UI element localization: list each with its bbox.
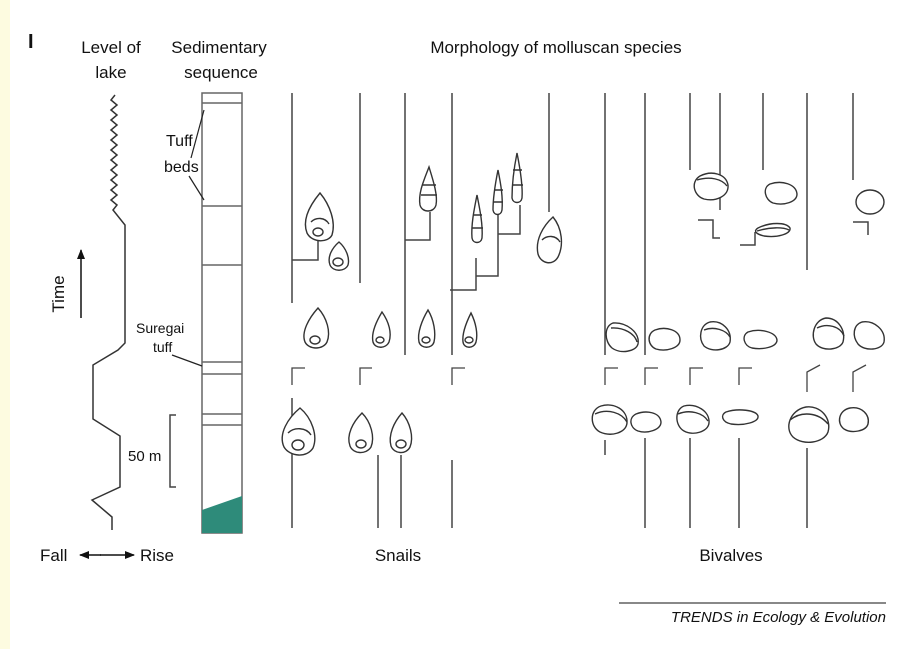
bivalve-shell: [648, 327, 681, 351]
footer-credit: TRENDS in Ecology & Evolution: [671, 609, 886, 626]
suregai-tuff-label-line1: Suregai: [136, 320, 184, 336]
bivalve-shell: [699, 321, 731, 351]
sedimentary-column: [201, 92, 243, 534]
bivalve-shell: [855, 189, 885, 215]
bivalve-shell: [630, 411, 662, 433]
snail-shell: [471, 194, 483, 244]
morphology-header: Morphology of molluscan species: [430, 38, 681, 57]
bivalve-shell: [676, 404, 710, 434]
rise-label: Rise: [140, 546, 174, 565]
snail-shell: [281, 407, 316, 456]
suregai-pointer: [171, 354, 203, 367]
scale-bar-label: 50 m: [128, 448, 161, 465]
lake-level-header-line1: Level of: [81, 38, 141, 57]
lake-level-curve: [90, 94, 126, 530]
snail-shell: [304, 191, 334, 242]
panel-label: I: [28, 31, 34, 53]
snail-shells: [281, 152, 563, 456]
figure-panel: [10, 0, 907, 649]
bivalve-shell: [853, 321, 885, 350]
bivalve-shell: [764, 181, 798, 205]
snail-shell: [417, 308, 436, 348]
tuff-beds-label-line2: beds: [164, 159, 199, 176]
bivalve-shell: [605, 322, 639, 353]
bivalve-shells: [591, 172, 885, 443]
fall-label: Fall: [40, 546, 67, 565]
tuff-beds-label-line1: Tuff: [166, 133, 193, 150]
snail-shell: [348, 412, 374, 454]
bivalve-lineages: [604, 93, 869, 528]
snail-shell: [462, 311, 478, 348]
volcanic-base: [202, 496, 242, 533]
bivalves-label: Bivalves: [699, 546, 762, 565]
bivalve-shell: [721, 409, 759, 426]
bivalve-shell: [788, 406, 830, 443]
tuff-beds-pointer-1: [190, 109, 205, 159]
snail-shell: [303, 306, 330, 349]
lake-level-header-line2: lake: [95, 63, 126, 82]
snail-shell: [389, 411, 413, 454]
scale-bar: [169, 414, 176, 488]
phase-connectors: [291, 364, 867, 392]
snail-shell: [418, 164, 438, 212]
bivalve-shell: [812, 317, 845, 350]
snail-shell: [492, 169, 503, 216]
sequence-header-line2: sequence: [184, 63, 258, 82]
snail-shell: [371, 310, 391, 348]
snail-shell: [511, 152, 523, 204]
bivalve-shell: [743, 329, 778, 350]
bivalve-shell: [693, 172, 729, 201]
sequence-header-line1: Sedimentary: [171, 38, 267, 57]
snails-label: Snails: [375, 546, 421, 565]
snail-shell: [328, 241, 350, 271]
bivalve-shell: [754, 222, 791, 238]
tuff-beds-pointer-2: [188, 175, 205, 201]
bivalve-shell: [591, 404, 628, 435]
suregai-tuff-label-line2: tuff: [153, 339, 172, 355]
snail-shell: [536, 215, 563, 264]
snail-lineages: [291, 93, 550, 528]
bivalve-shell: [838, 407, 869, 433]
time-axis-label: Time: [49, 275, 68, 312]
